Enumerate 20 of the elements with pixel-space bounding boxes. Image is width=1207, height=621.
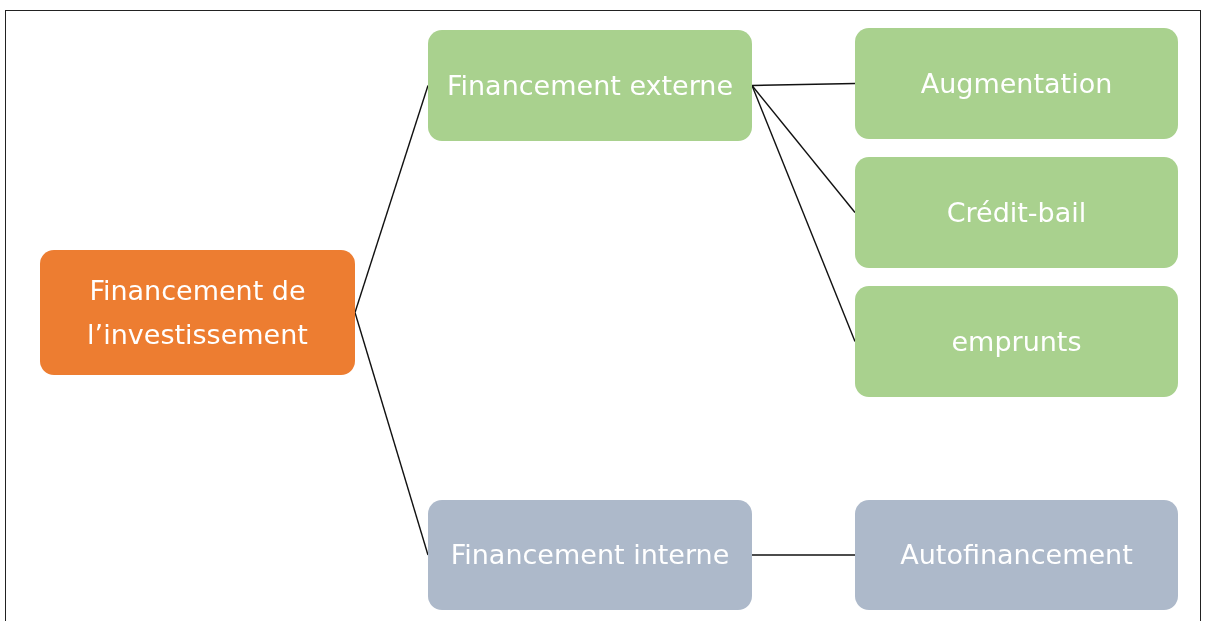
rounded-box	[855, 157, 1178, 268]
rounded-box	[428, 30, 752, 141]
box-label: emprunts	[951, 324, 1082, 359]
connector-line	[751, 84, 856, 343]
box-label: Financement interne	[450, 538, 730, 573]
rounded-box	[855, 286, 1178, 397]
rounded-box	[855, 28, 1178, 139]
box-label: Crédit-bail	[946, 195, 1087, 230]
box-label: Augmentation	[920, 66, 1113, 101]
box-label: Financement externe	[446, 68, 734, 103]
connector-line	[751, 82, 856, 87]
rounded-box	[428, 500, 752, 610]
connector-line	[751, 554, 856, 556]
connector-line	[354, 84, 429, 314]
connector-line	[751, 84, 856, 214]
box-label: Autofinancement	[900, 538, 1133, 573]
box-label: Financement de l’investissement	[86, 274, 309, 352]
rounded-box	[40, 250, 355, 375]
connector-line	[354, 311, 429, 556]
rounded-box	[855, 500, 1178, 610]
